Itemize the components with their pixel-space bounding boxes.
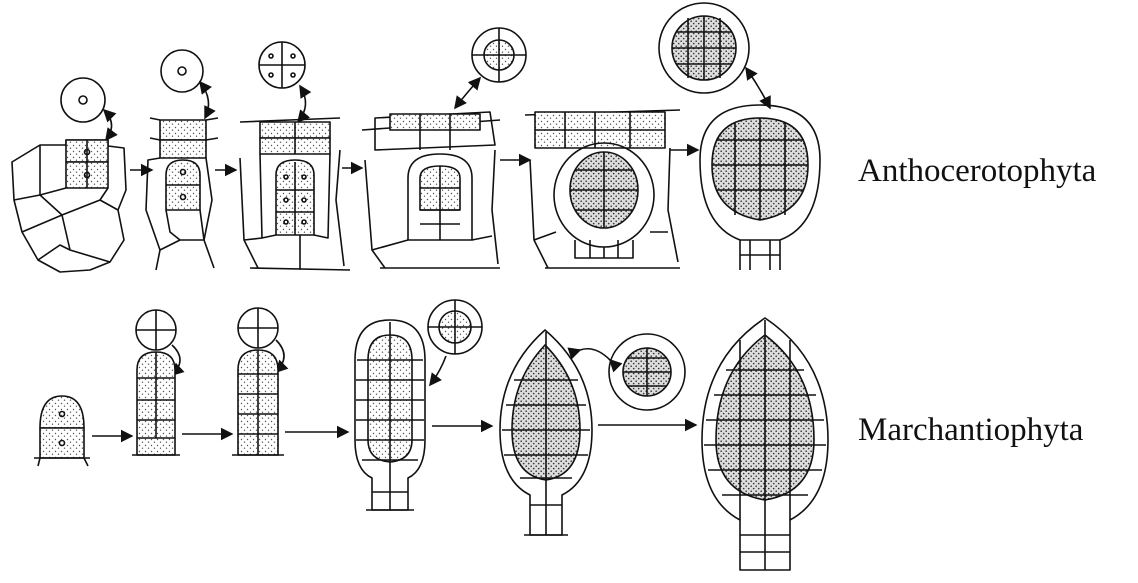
antho-stage-2 — [146, 50, 218, 270]
march-stage-6 — [702, 318, 828, 570]
antho-cross-section-2 — [161, 50, 203, 92]
antho-cross-section-1 — [61, 78, 105, 122]
label-anthocerotophyta: Anthocerotophyta — [858, 153, 1096, 190]
antho-stage-5 — [525, 110, 680, 268]
label-marchantiophyta: Marchantiophyta — [858, 412, 1083, 449]
antho-stage-3 — [240, 42, 350, 270]
march-stage-1 — [34, 396, 90, 466]
march-stage-4 — [355, 300, 482, 510]
antho-stage-1 — [12, 78, 126, 272]
antho-stage-4 — [362, 28, 526, 268]
march-stage-5 — [500, 330, 685, 535]
antho-stage-6 — [659, 3, 820, 270]
march-stage-3 — [232, 308, 284, 455]
march-stage-2 — [132, 310, 180, 455]
